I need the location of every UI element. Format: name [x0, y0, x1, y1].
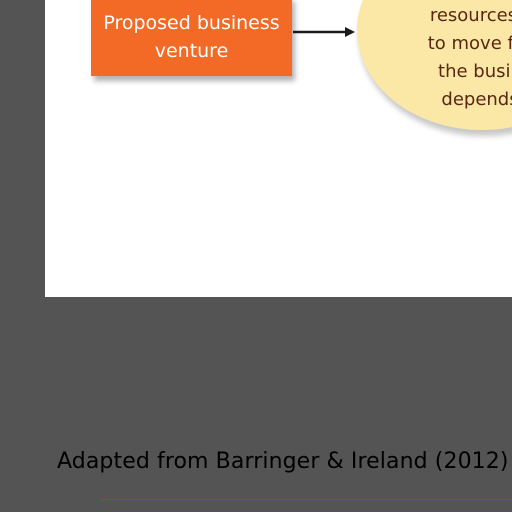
bubble-line-2: to move for [427, 33, 512, 54]
arrow-connector [293, 27, 355, 37]
diagram-panel: Proposed business venture resources r to… [45, 0, 512, 297]
footer-divider [100, 499, 512, 500]
proposed-business-venture-label: Proposed business venture [103, 12, 280, 62]
resources-bubble-text: resources r to move for the busin depend… [375, 2, 512, 114]
arrow-head [345, 27, 355, 37]
proposed-business-venture-box: Proposed business venture [91, 0, 292, 76]
bubble-line-3: the busin [438, 61, 512, 82]
bubble-line-1: resources r [429, 5, 512, 26]
bubble-line-4: depends [441, 89, 512, 110]
source-citation: Adapted from Barringer & Ireland (2012) [57, 449, 509, 474]
